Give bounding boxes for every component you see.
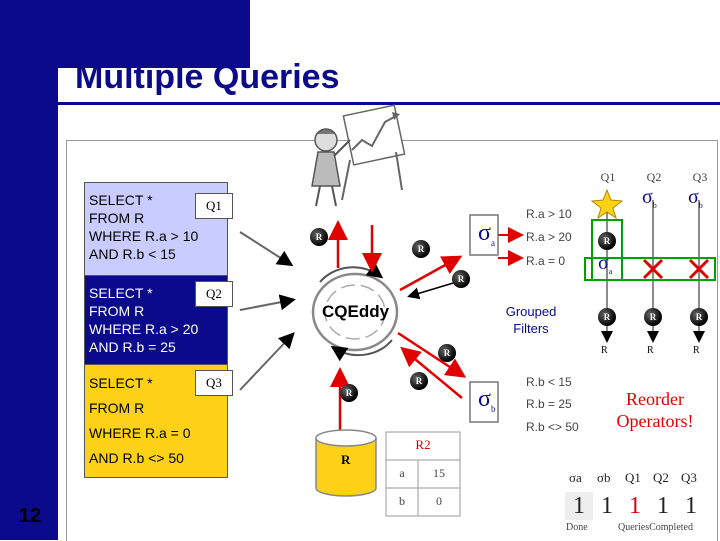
lineage-label: Q3 bbox=[681, 470, 697, 485]
lineage-bit-q1: 1 bbox=[629, 493, 641, 519]
output-label: R bbox=[601, 345, 608, 356]
query-arrows bbox=[239, 231, 296, 391]
sql-line: SELECT * bbox=[89, 192, 153, 208]
column-sigma-b: σb bbox=[688, 186, 703, 210]
sql-line: FROM R bbox=[89, 400, 145, 416]
sigma-symbol: σ bbox=[478, 220, 491, 246]
reorder-note: Reorder Operators! bbox=[600, 388, 710, 432]
query-box-q2: SELECT * FROM R WHERE R.a > 20 AND R.b =… bbox=[84, 275, 228, 369]
reorder-line: Operators! bbox=[616, 411, 694, 431]
sql-line: AND R.b < 15 bbox=[89, 246, 176, 262]
sql-line: WHERE R.a > 20 bbox=[89, 321, 199, 337]
column-header-q1: Q1 bbox=[600, 170, 616, 184]
lineage-bits: 1 1 1 1 1 bbox=[565, 492, 715, 520]
eddy-label: CQEddy bbox=[322, 302, 390, 321]
tuple-ball: R bbox=[410, 372, 428, 390]
column-header-q3: Q3 bbox=[692, 170, 708, 184]
lineage-bit-done-a: 1 bbox=[565, 492, 593, 520]
routing-arrows bbox=[328, 220, 524, 430]
sigma-subscript: b bbox=[652, 201, 657, 210]
tuple-ball: R bbox=[438, 344, 456, 362]
sql-line: AND R.b <> 50 bbox=[89, 450, 184, 466]
title-underline bbox=[58, 102, 720, 105]
lineage-bit-done-b: 1 bbox=[601, 493, 613, 519]
left-sidebar bbox=[0, 0, 58, 540]
query-box-q1: SELECT * FROM R WHERE R.a > 10 AND R.b <… bbox=[84, 182, 228, 280]
sql-line: WHERE R.a > 10 bbox=[89, 228, 199, 244]
page-number: 12 bbox=[18, 505, 42, 527]
source-label: R bbox=[341, 452, 351, 467]
filter-a-cond: R.a > 20 bbox=[526, 230, 572, 244]
sigma-symbol: σ bbox=[642, 186, 653, 208]
filter-b-cond: R.b = 25 bbox=[526, 397, 572, 411]
sigma-symbol: σ bbox=[598, 252, 609, 274]
lineage-bit-q2: 1 bbox=[657, 493, 669, 519]
star-icon bbox=[590, 188, 624, 220]
filter-b-cond: R.b < 15 bbox=[526, 375, 572, 389]
grouped-filters-label: Grouped Filters bbox=[505, 304, 557, 336]
queries-completed-label: QueriesCompleted bbox=[618, 522, 693, 533]
sigma-subscript: b bbox=[490, 403, 496, 414]
r2-cell: 0 bbox=[436, 494, 442, 508]
lineage-bit-q3: 1 bbox=[685, 493, 697, 519]
tuple-ball: R bbox=[598, 308, 616, 326]
filter-b-cond: R.b <> 50 bbox=[526, 420, 579, 434]
sql-line: WHERE R.a = 0 bbox=[89, 425, 191, 441]
lineage-label: σa bbox=[569, 470, 582, 485]
sql-line: AND R.b = 25 bbox=[89, 339, 176, 355]
query-tag-q2: Q2 bbox=[195, 281, 233, 307]
sigma-subscript: a bbox=[490, 237, 495, 248]
filter-a-cond: R.a = 0 bbox=[526, 254, 566, 268]
filter-b-box bbox=[469, 381, 499, 423]
tuple-ball: R bbox=[598, 232, 616, 250]
sql-line: SELECT * bbox=[89, 285, 153, 301]
source-cylinder bbox=[315, 429, 377, 497]
tuple-ball: R bbox=[340, 384, 358, 402]
tuple-ball: R bbox=[452, 270, 470, 288]
r2-cell: b bbox=[399, 494, 405, 508]
sql-line: SELECT * bbox=[89, 375, 153, 391]
filter-a-box bbox=[469, 214, 499, 256]
column-sigma-a: σa bbox=[598, 252, 612, 276]
r2-title: R2 bbox=[415, 437, 431, 452]
query-tag-q1: Q1 bbox=[195, 193, 233, 219]
tuple-ball: R bbox=[310, 228, 328, 246]
sigma-symbol: σ bbox=[478, 386, 491, 412]
title-backdrop bbox=[58, 68, 250, 102]
output-label: R bbox=[693, 345, 700, 356]
lineage-label: σb bbox=[597, 470, 611, 485]
sigma-subscript: b bbox=[698, 201, 703, 210]
sigma-symbol: σ bbox=[688, 186, 699, 208]
presenter-clipart bbox=[311, 104, 406, 207]
r2-cell: a bbox=[399, 466, 405, 480]
sigma-subscript: a bbox=[608, 267, 613, 276]
done-label: Done bbox=[566, 522, 588, 533]
reject-x-icon bbox=[642, 258, 710, 280]
query-tag-q3: Q3 bbox=[195, 370, 233, 396]
tuple-ball: R bbox=[690, 308, 708, 326]
filter-a-sigma: σa bbox=[478, 220, 495, 248]
output-label: R bbox=[647, 345, 654, 356]
r2-table bbox=[385, 431, 461, 517]
reorder-line: Reorder bbox=[626, 389, 684, 409]
tuple-ball: R bbox=[644, 308, 662, 326]
tuple-ball: R bbox=[412, 240, 430, 258]
lineage-label: Q2 bbox=[653, 470, 669, 485]
filter-a-cond: R.a > 10 bbox=[526, 207, 572, 221]
sql-line: FROM R bbox=[89, 303, 145, 319]
r2-cell: 15 bbox=[433, 466, 445, 480]
column-sigma-b: σb bbox=[642, 186, 657, 210]
column-header-q2: Q2 bbox=[646, 170, 662, 184]
sql-line: FROM R bbox=[89, 210, 145, 226]
lineage-label: Q1 bbox=[625, 470, 641, 485]
filter-b-sigma: σb bbox=[478, 386, 495, 414]
slide-title: Multiple Queries bbox=[75, 58, 340, 96]
lineage-header: σa σb Q1 Q2 Q3 bbox=[565, 470, 715, 488]
